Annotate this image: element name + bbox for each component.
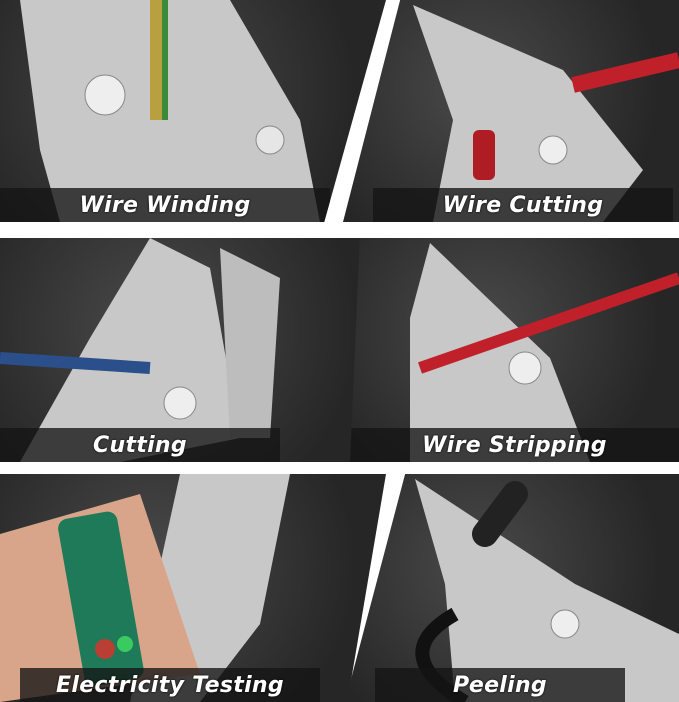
panel-wire-winding: Wire Winding (0, 0, 386, 222)
panel-label: Wire Stripping (350, 428, 679, 462)
panel-wire-stripping: Wire Stripping (350, 238, 679, 462)
panel-label: Wire Cutting (373, 188, 673, 222)
panel-label: Cutting (0, 428, 280, 462)
panel-wire-cutting: Wire Cutting (343, 0, 679, 222)
pliers-image (413, 5, 679, 222)
panel-peeling: Peeling (345, 474, 679, 702)
panel-label: Peeling (375, 668, 625, 702)
pliers-image (20, 0, 320, 222)
pliers-image (410, 243, 679, 462)
pliers-image (0, 238, 280, 462)
pliers-image (0, 474, 290, 702)
panel-electricity-testing: Electricity Testing (0, 474, 386, 702)
panel-label: Wire Winding (0, 188, 330, 222)
panel-cutting: Cutting (0, 238, 390, 462)
panel-label: Electricity Testing (20, 668, 320, 702)
